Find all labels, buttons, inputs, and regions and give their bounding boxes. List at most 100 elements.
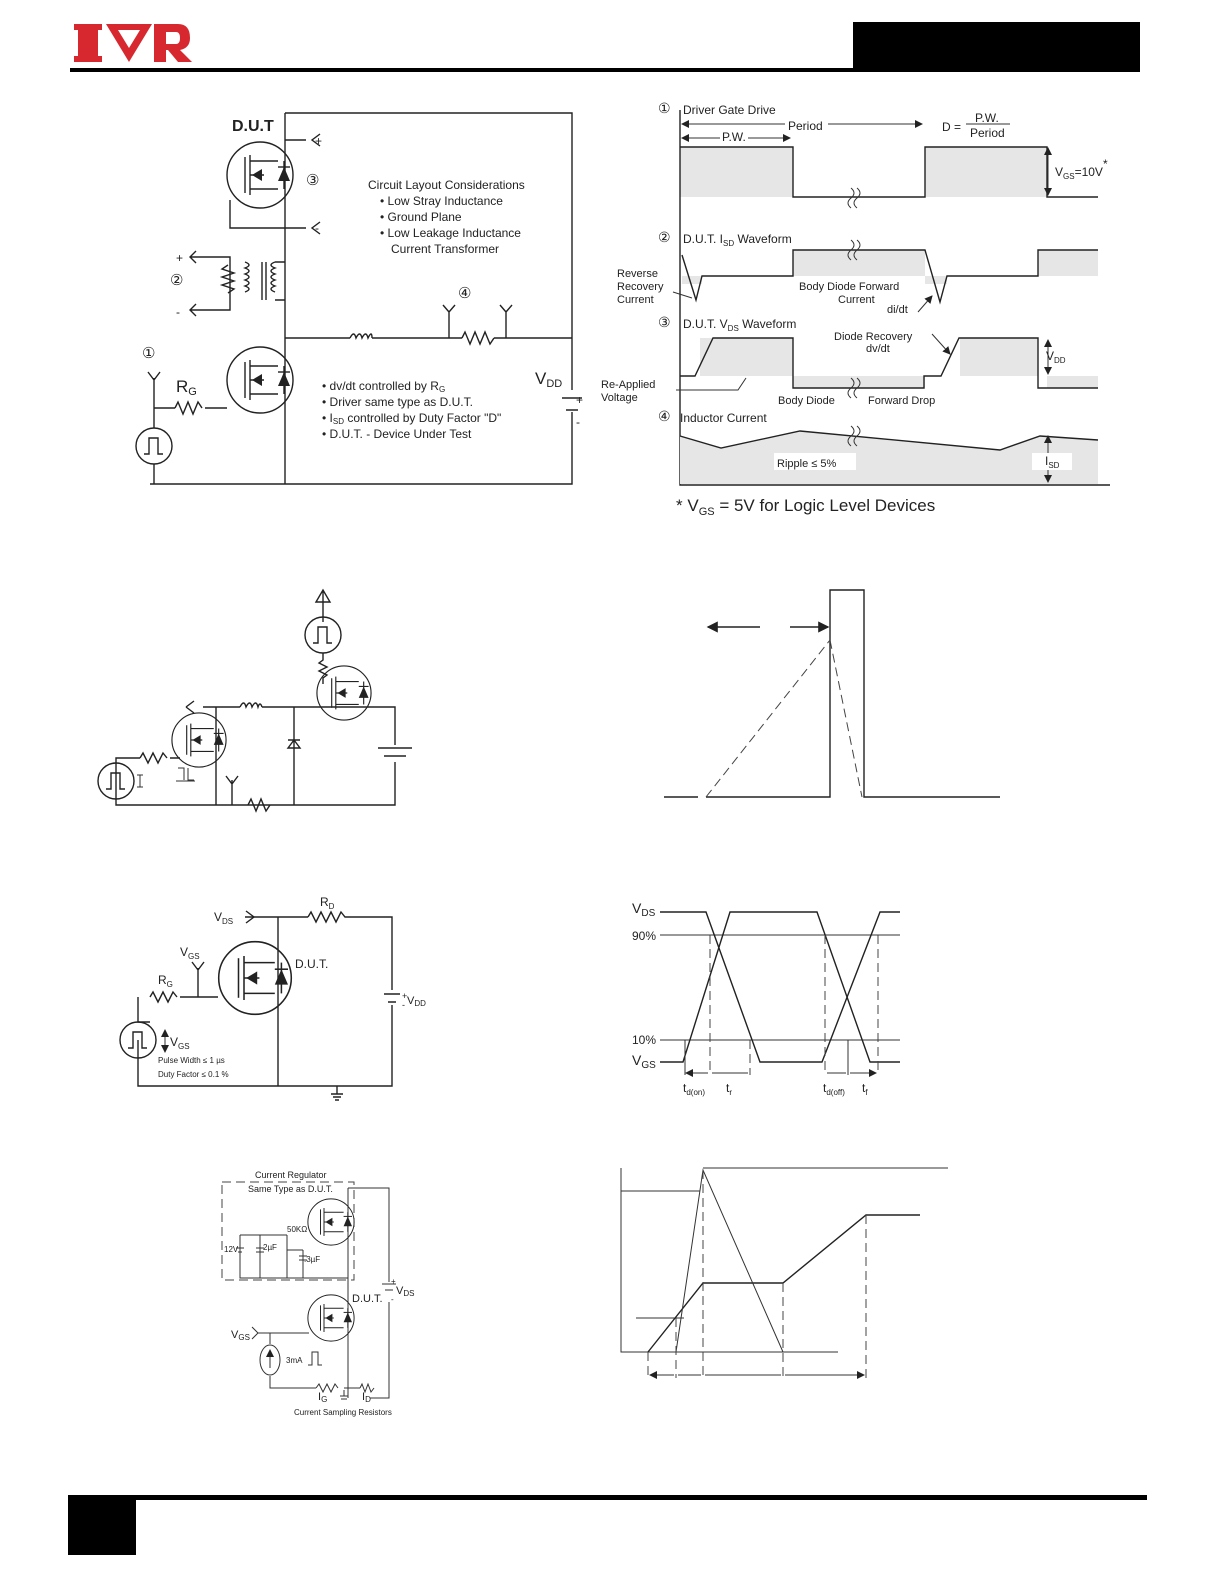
pulse-generator-icon xyxy=(135,427,173,465)
vdd-label: VDD xyxy=(1046,349,1066,365)
resistor-icon xyxy=(219,264,237,294)
marker-4: ④ xyxy=(658,408,671,424)
gate-drive-title: Driver Gate Drive xyxy=(683,103,776,117)
inductor-icon xyxy=(239,702,263,710)
resistor-icon xyxy=(461,330,495,346)
dut-label: D.U.T xyxy=(232,118,274,135)
ripple-label: Ripple ≤ 5% xyxy=(777,458,836,470)
90-percent-label: 90% xyxy=(632,929,656,943)
vds-label: VDS xyxy=(214,910,233,926)
layout-title: Circuit Layout Considerations xyxy=(368,178,525,192)
fig1-test-circuit: D.U.T + - ③ ② + - ④ ① RG VDD + - Circuit… xyxy=(135,112,583,485)
layout-item: Ground Plane xyxy=(388,210,462,224)
vdd-label: VDD xyxy=(407,995,426,1008)
isd-label: ISD xyxy=(1045,454,1060,470)
inductor-icon xyxy=(349,333,373,341)
footnote: * VGS = 5V for Logic Level Devices xyxy=(676,496,935,518)
layout-item: Low Stray Inductance xyxy=(388,194,504,208)
current-source-icon xyxy=(259,1344,281,1376)
minus-label: - xyxy=(315,221,319,235)
dut-label: D.U.T. xyxy=(295,957,328,971)
ior-logo xyxy=(74,24,192,62)
pulse-generator-icon xyxy=(304,616,342,654)
minus-label: - xyxy=(576,415,580,429)
marker-1: ① xyxy=(658,100,671,116)
td-on-label: td(on) xyxy=(683,1081,705,1097)
footer-black-box xyxy=(68,1497,136,1555)
current-regulator-box xyxy=(221,1181,355,1281)
vdd-label: VDD xyxy=(535,369,562,390)
ig-label: IG xyxy=(318,1391,327,1404)
vds-label: VDS xyxy=(632,900,656,919)
vgs-label: VGS xyxy=(632,1052,656,1071)
marker-4: ④ xyxy=(458,285,471,302)
driver-mosfet-icon xyxy=(226,346,294,414)
reverse-recovery-label: Reverse Recovery Current xyxy=(617,268,664,306)
gate-resistor-icon xyxy=(149,990,178,1004)
vds-label: VDS xyxy=(396,1285,414,1298)
ground-icon xyxy=(340,1390,348,1400)
3uf-label: .3µF xyxy=(304,1255,320,1264)
svg-text:• dv/dt controlled by RG: • dv/dt controlled by RG xyxy=(322,379,445,394)
battery-icon xyxy=(562,397,582,411)
dut-label: D.U.T. xyxy=(352,1293,383,1305)
marker-1: ① xyxy=(142,345,155,362)
fig4-switching-circuit: VDS VGS RG RD D.U.T. + - VDD VGS Pulse W… xyxy=(119,895,426,1101)
rd-label: RD xyxy=(320,895,335,911)
plus-label: + xyxy=(391,1277,396,1286)
dut-mosfet-icon xyxy=(217,940,293,1016)
id-label: ID xyxy=(362,1391,371,1404)
fig5-gate-charge-waveform xyxy=(620,1167,948,1378)
body-diode-forward-label: Body Diode Forward xyxy=(799,281,899,293)
sampling-resistors-label: Current Sampling Resistors xyxy=(294,1408,392,1417)
dut-mosfet-icon xyxy=(171,712,227,768)
diode-recovery-label: Diode Recovery xyxy=(834,331,913,343)
ground-icon xyxy=(331,1086,343,1101)
svg-text:• Low Leakage Inductance: • Low Leakage Inductance xyxy=(380,226,521,240)
notes-list: • dv/dt controlled by RG • Driver same t… xyxy=(322,379,501,441)
header-black-box xyxy=(853,22,1140,72)
plus-label: + xyxy=(402,991,407,1001)
duty-factor-label: Duty Factor ≤ 0.1 % xyxy=(158,1070,229,1079)
diode-recovery-label: dv/dt xyxy=(866,343,890,355)
svg-text:Current: Current xyxy=(617,294,654,306)
marker-2: ② xyxy=(170,272,183,289)
diode-icon xyxy=(286,707,302,805)
header xyxy=(70,22,1140,72)
svg-text:Recovery: Recovery xyxy=(617,281,664,293)
body-diode-label: Body Diode xyxy=(778,395,835,407)
svg-text:Reverse: Reverse xyxy=(617,268,658,280)
svg-text:• Ground Plane: • Ground Plane xyxy=(380,210,462,224)
svg-text:• D.U.T. - Device Under Test: • D.U.T. - Device Under Test xyxy=(322,427,472,441)
3ma-label: 3mA xyxy=(286,1356,303,1365)
vgs-10v-label: VGS=10V* xyxy=(1055,157,1108,181)
tf-label: tf xyxy=(862,1081,868,1097)
fig3-uis-circuit xyxy=(97,588,412,813)
high-side-mosfet-icon xyxy=(316,665,372,721)
marker-2: ② xyxy=(658,229,671,245)
gate-resistor-icon xyxy=(174,400,203,416)
svg-text:• Driver same type as D.U.T.: • Driver same type as D.U.T. xyxy=(322,395,473,409)
marker-3: ③ xyxy=(658,314,671,330)
tr-label: tr xyxy=(726,1081,732,1097)
layout-list: • Low Stray Inductance • Ground Plane • … xyxy=(380,194,521,256)
minus-label: - xyxy=(391,1295,394,1304)
footer xyxy=(68,1495,1147,1555)
12v-label: 12V xyxy=(224,1245,239,1254)
period-label: Period xyxy=(788,119,823,133)
2uf-label: 2µF xyxy=(263,1243,277,1252)
battery-icon xyxy=(378,747,412,757)
reapplied-voltage-label: Voltage xyxy=(601,392,638,404)
dut-mosfet-icon xyxy=(226,141,294,209)
body-diode-forward-label: Current xyxy=(838,294,875,306)
vgs-label: VGS xyxy=(180,945,200,961)
layout-item: Low Leakage Inductance xyxy=(388,226,522,240)
fig4-switching-waveform: VDS 90% 10% VGS td(on) tr td(off) tf xyxy=(632,900,900,1097)
forward-drop-label: Forward Drop xyxy=(868,395,935,407)
layout-item: Current Transformer xyxy=(391,242,499,256)
fig3-avalanche-waveform xyxy=(664,589,1000,798)
fig1-waveforms: ① Driver Gate Drive Period P.W. D = P.W.… xyxy=(601,100,1110,518)
break-icon xyxy=(847,187,861,209)
plus-label: + xyxy=(315,134,322,148)
